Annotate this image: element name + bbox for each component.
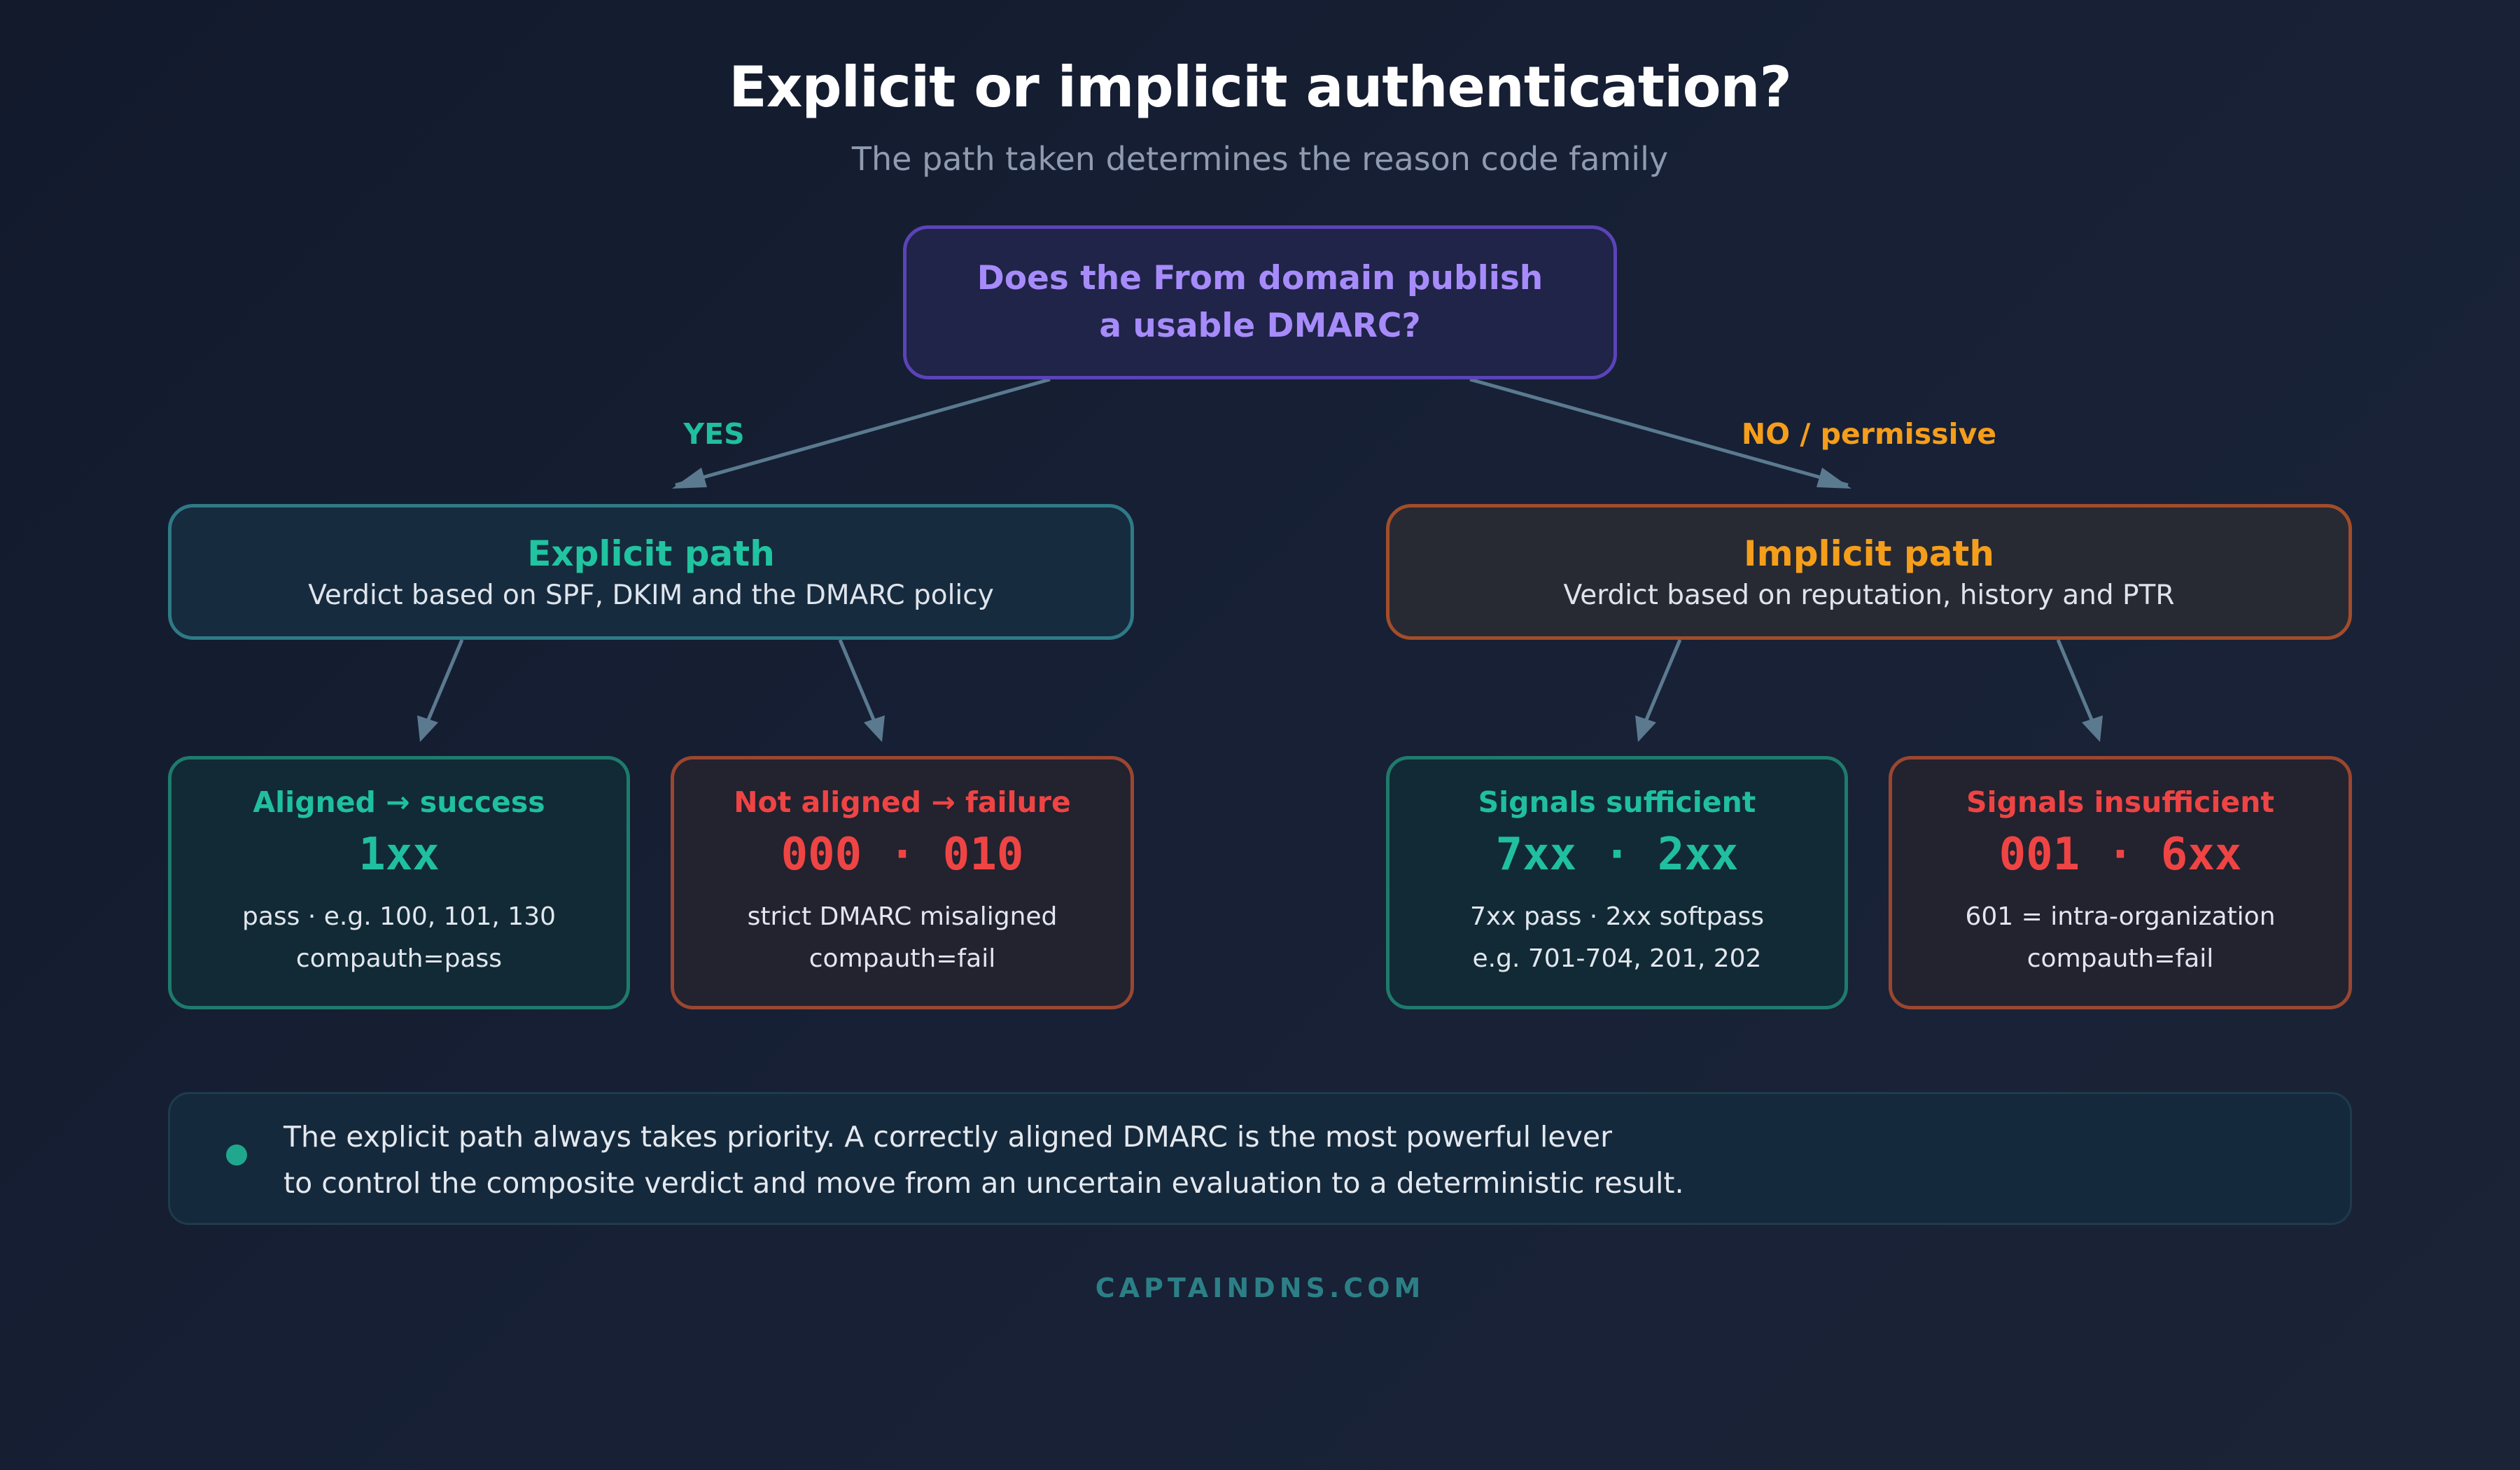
outcome-aligned-code: 1xx bbox=[358, 829, 440, 881]
arrowhead-implicit bbox=[1816, 468, 1851, 489]
explicit-path-box: Explicit path Verdict based on SPF, DKIM… bbox=[168, 504, 1134, 640]
outcome-insufficient-box: Signals insufficient 001 · 6xx 601 = int… bbox=[1889, 756, 2352, 1009]
outcome-sufficient-code: 7xx · 2xx bbox=[1495, 829, 1739, 881]
no-branch-label: NO / permissive bbox=[1741, 417, 1997, 451]
implicit-path-description: Verdict based on reputation, history and… bbox=[1563, 579, 2175, 611]
question-line-2: a usable DMARC? bbox=[1099, 307, 1421, 345]
outcome-not-aligned-title: Not aligned → failure bbox=[734, 785, 1071, 819]
outcome-sufficient-line-1: 7xx pass · 2xx softpass bbox=[1469, 902, 1765, 931]
arrow-explicit-to-aligned bbox=[426, 639, 464, 720]
implicit-path-box: Implicit path Verdict based on reputatio… bbox=[1386, 504, 2352, 640]
arrowhead-explicit bbox=[672, 468, 707, 489]
footer-brand: CAPTAINDNS.COM bbox=[1095, 1273, 1425, 1303]
arrow-implicit-to-insufficient bbox=[2056, 639, 2094, 720]
priority-note-text: The explicit path always takes priority.… bbox=[284, 1114, 2314, 1206]
note-line-1: The explicit path always takes priority.… bbox=[284, 1120, 1612, 1154]
implicit-path-title: Implicit path bbox=[1744, 533, 1994, 574]
arrowhead-insufficient bbox=[2082, 715, 2103, 742]
outcome-insufficient-line-1: 601 = intra-organization bbox=[1965, 902, 2276, 931]
bullet-dot-icon bbox=[226, 1144, 247, 1166]
yes-branch-label: YES bbox=[683, 417, 745, 451]
arrowhead-not-aligned bbox=[864, 715, 885, 742]
arrow-implicit-to-sufficient bbox=[1644, 639, 1682, 720]
outcome-sufficient-line-2: e.g. 701-704, 201, 202 bbox=[1472, 944, 1762, 973]
outcome-sufficient-title: Signals sufficient bbox=[1478, 785, 1756, 819]
question-line-1: Does the From domain publish bbox=[976, 259, 1544, 298]
decision-question-box: Does the From domain publish a usable DM… bbox=[903, 225, 1617, 379]
note-line-2: to control the composite verdict and mov… bbox=[284, 1166, 1684, 1200]
outcome-not-aligned-code: 000 · 010 bbox=[780, 829, 1024, 881]
priority-note-box: The explicit path always takes priority.… bbox=[168, 1092, 2352, 1225]
outcome-insufficient-line-2: compauth=fail bbox=[2026, 944, 2214, 973]
arrow-explicit-to-not-aligned bbox=[838, 639, 876, 720]
page-subtitle: The path taken determines the reason cod… bbox=[851, 140, 1669, 178]
outcome-aligned-box: Aligned → success 1xx pass · e.g. 100, 1… bbox=[168, 756, 630, 1009]
outcome-insufficient-title: Signals insufficient bbox=[1966, 785, 2275, 819]
arrowhead-sufficient bbox=[1635, 715, 1656, 742]
arrowhead-aligned bbox=[417, 715, 438, 742]
outcome-aligned-line-2: compauth=pass bbox=[295, 944, 503, 973]
outcome-aligned-line-1: pass · e.g. 100, 101, 130 bbox=[242, 902, 556, 931]
outcome-not-aligned-line-2: compauth=fail bbox=[808, 944, 996, 973]
outcome-sufficient-box: Signals sufficient 7xx · 2xx 7xx pass · … bbox=[1386, 756, 1848, 1009]
outcome-not-aligned-line-1: strict DMARC misaligned bbox=[747, 902, 1058, 931]
page-title: Explicit or implicit authentication? bbox=[729, 55, 1792, 120]
outcome-aligned-title: Aligned → success bbox=[253, 785, 545, 819]
outcome-not-aligned-box: Not aligned → failure 000 · 010 strict D… bbox=[671, 756, 1134, 1009]
explicit-path-description: Verdict based on SPF, DKIM and the DMARC… bbox=[308, 579, 994, 611]
outcome-insufficient-code: 001 · 6xx bbox=[1998, 829, 2242, 881]
explicit-path-title: Explicit path bbox=[527, 533, 775, 574]
